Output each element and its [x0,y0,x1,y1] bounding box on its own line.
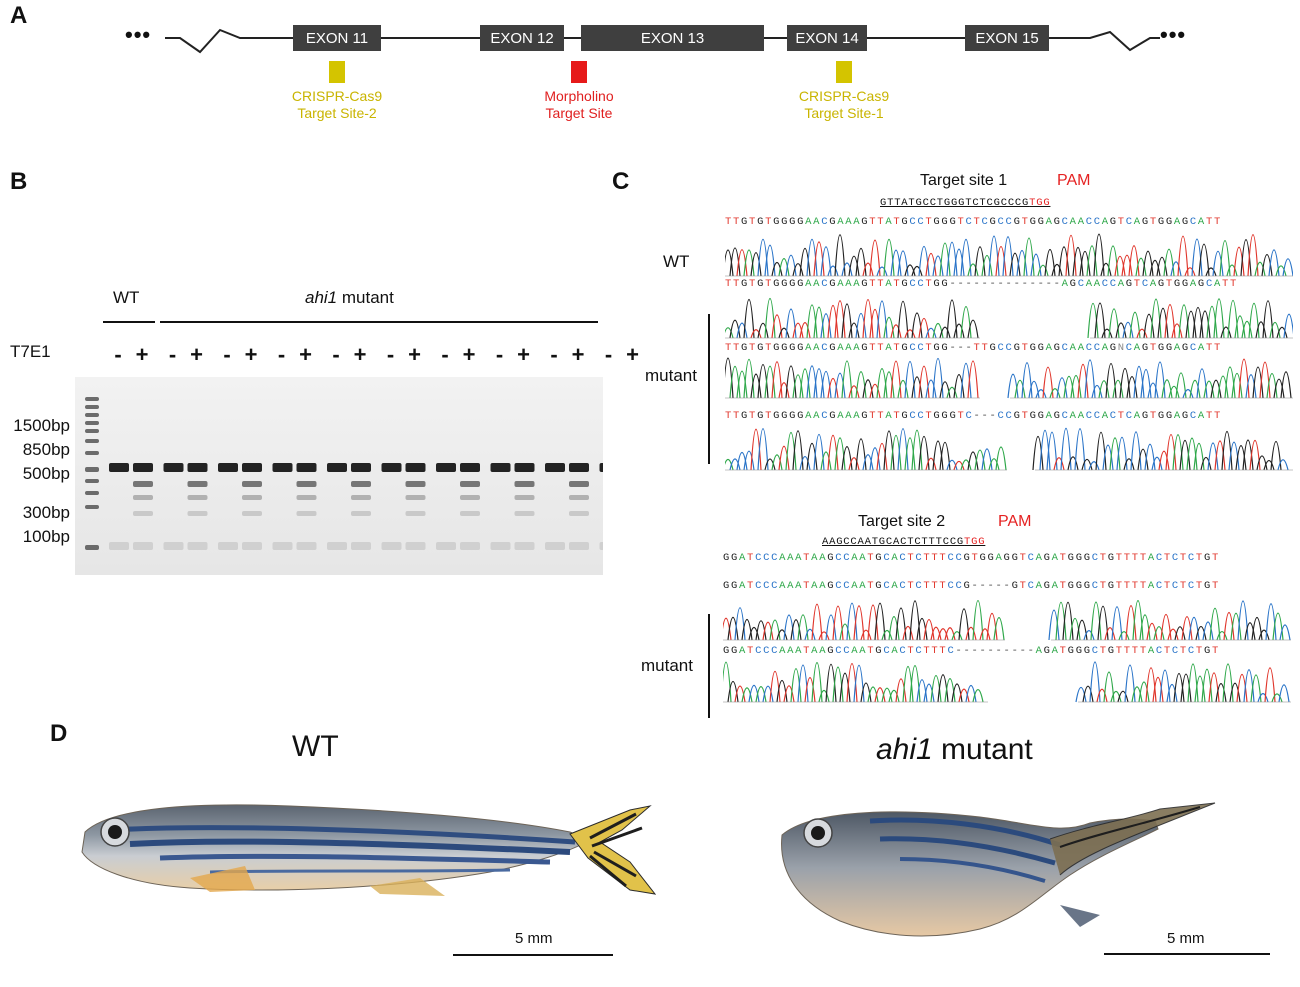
crispr-site-1-marker [836,61,852,83]
wt-bracket-line [103,321,155,323]
wt-scale-label: 5 mm [515,930,553,947]
site2-mutant-bracket [708,614,710,718]
site2-wt-sequence: GGATCCCAAATAAGCCAATGCACTCTTTCCGTGGAGGTCA… [723,552,1220,564]
site1-wt-label: WT [663,252,690,271]
ellipsis-right: ••• [1160,22,1187,47]
site2-mutant-label: mutant [641,656,693,675]
exon-12: EXON 12 [480,25,564,51]
lane-sign: + [517,342,530,367]
panel-label-a: A [10,2,28,29]
wt-fish-image [81,804,657,896]
site1-wt-sequence: TTGTGTGGGGAACGAAAGTTATGCCTGGGTCTCGCCGTGG… [725,216,1222,228]
mutant-scale-bar [1104,953,1270,955]
target-site-2-title: Target site 2 [858,513,946,530]
site1-wt-chromatogram [725,233,1293,277]
target-site-2-sequence: AAGCCAATGCACTCTTTCCGTGG [822,536,986,548]
site1-mutant1-chromatogram [725,298,1293,339]
lane-sign: + [626,342,639,367]
morpholino-site-marker [571,61,587,83]
mutant-scale-label: 5 mm [1167,930,1205,947]
lane-sign: - [114,342,122,367]
lane-sign: - [277,342,286,367]
site2-mutant1-chromatogram [723,600,1291,641]
marker-300bp: 300bp [22,503,70,522]
site2-mutant1-sequence: GGATCCCAAATAAGCCAATGCACTCTTTCCG-----GTCA… [723,580,1220,592]
marker-100bp: 100bp [22,527,70,546]
site1-mutant2-sequence: TTGTGTGGGGAACGAAAGTTATGCCTGG---TTGCCGTGG… [725,342,1222,354]
site1-mutant1-sequence: TTGTGTGGGGAACGAAAGTTATGCCTGG------------… [725,278,1238,290]
target-site-2-pam: PAM [998,513,1032,530]
lane-sign: - [441,342,449,367]
site1-mutant3-sequence: TTGTGTGGGGAACGAAAGTTATGCCTGGGTC---CCGTGG… [725,410,1222,422]
fish-mutant-title: ahi1 mutant [876,733,1033,766]
mutant-bracket-line [160,321,598,323]
lane-sign: + [462,342,476,367]
site1-mutant2-chromatogram [725,357,1293,399]
exon-13: EXON 13 [581,25,764,51]
panel-label-c: C [612,168,630,195]
lane-sign: - [604,342,613,367]
exon-11: EXON 11 [293,25,381,51]
lane-sign: + [353,342,367,367]
lane-sign: - [332,342,340,367]
fish-wt-title: WT [292,730,339,763]
gel-wt-label: WT [113,288,140,307]
lane-sign: + [190,342,203,367]
t7e1-label: T7E1 [10,342,51,361]
lane-sign: - [386,342,395,367]
exon-15: EXON 15 [965,25,1049,51]
wt-scale-bar [453,954,613,956]
site2-mutant2-chromatogram [723,661,1291,703]
lane-sign: - [550,342,558,367]
site1-mutant3-chromatogram [725,428,1293,471]
mutant-fish-image [781,802,1216,937]
panel-label-b: B [10,168,28,195]
target-site-1-sequence: GTTATGCCTGGGTCTCGCCCGTGG [880,197,1051,209]
lane-sign: + [299,342,312,367]
target-site-1-pam: PAM [1057,172,1091,189]
lane-sign: + [135,342,149,367]
gel-image [75,377,644,575]
lane-sign: + [408,342,421,367]
gel-mutant-label: ahi1 mutant [305,288,394,307]
marker-850bp: 850bp [22,440,70,459]
lane-sign: + [571,342,585,367]
ellipsis-left: ••• [125,22,152,47]
marker-1500bp: 1500bp [13,416,70,435]
panel-label-d: D [50,720,68,747]
lane-sign: - [495,342,504,367]
lane-sign: - [223,342,231,367]
lane-sign: - [168,342,177,367]
target-site-1-title: Target site 1 [920,172,1008,189]
site2-mutant2-sequence: GGATCCCAAATAAGCCAATGCACTCTTTC----------A… [723,645,1220,657]
marker-500bp: 500bp [22,464,70,483]
exon-14: EXON 14 [787,25,867,51]
site1-mutant-label: mutant [645,366,697,385]
site1-mutant-bracket [708,314,710,464]
crispr-site-2-marker [329,61,345,83]
lane-sign: + [244,342,258,367]
